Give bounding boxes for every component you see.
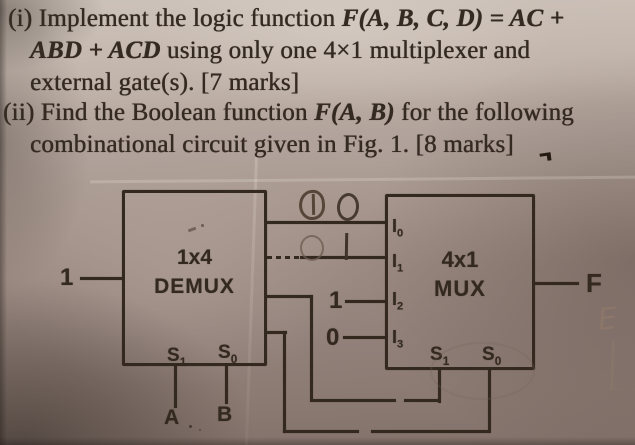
wire-mux-output-f xyxy=(535,282,579,285)
mux-i2-sub: 2 xyxy=(397,300,404,313)
mux-i0-sub: 0 xyxy=(397,227,404,240)
mux-input-i0-label: I0 xyxy=(392,216,403,240)
question-i-text-continued: using only one 4×1 multiplexer and xyxy=(160,37,531,64)
wire-demux-out3-horizontal xyxy=(267,331,287,334)
question-ii-text: (ii) Find the Boolean function xyxy=(3,99,315,126)
mux-select-s0-label: S0 xyxy=(482,344,501,368)
question-i-line2: ABD + ACD using only one 4×1 multiplexer… xyxy=(30,37,530,65)
mux-title-mux: MUX xyxy=(434,276,486,301)
handwritten-pencil-stroke xyxy=(610,339,615,391)
pencil-dot xyxy=(189,425,192,428)
question-i-expression-continued: ABD + ACD xyxy=(30,37,161,64)
handwritten-circled-one-mark xyxy=(297,188,327,222)
pencil-dot xyxy=(199,429,201,431)
wire-constant0-to-mux-i3 xyxy=(343,336,385,339)
mux-s1-base: S xyxy=(430,344,443,365)
demux-select-a-label: A xyxy=(164,406,180,429)
question-i-function-expression: F(A, B, C, D) = AC + xyxy=(341,5,565,32)
mux-i3-sub: 3 xyxy=(397,338,404,351)
demux-s1-sub: 1 xyxy=(179,355,187,369)
demux-s0-sub: 0 xyxy=(230,352,238,366)
mux-s0-sub: 0 xyxy=(494,354,502,368)
demux-box xyxy=(122,190,267,366)
question-i-line3: external gate(s). [7 marks] xyxy=(30,69,300,96)
paper-crease-horizontal xyxy=(89,175,635,183)
handwritten-one-stroke xyxy=(311,193,315,215)
question-i-line1: (i) Implement the logic function F(A, B,… xyxy=(8,5,564,33)
question-i-text: (i) Implement the logic function xyxy=(8,5,342,32)
demux-s0-base: S xyxy=(218,342,231,363)
wire-input1-to-demux xyxy=(80,277,123,280)
mux-i2-base: I xyxy=(392,289,398,309)
question-ii-function: F(A, B) xyxy=(314,99,395,126)
handwritten-pencil-letter-e: E xyxy=(596,301,619,338)
wire-out3-bottom-segment1 xyxy=(283,430,359,433)
mux-title-4x1: 4x1 xyxy=(441,247,479,272)
wire-out3-bottom-segment2 xyxy=(371,430,490,433)
mux-select-s1-label: S1 xyxy=(430,344,449,368)
mux-i3-constant-0: 0 xyxy=(326,324,340,351)
mux-s0-base: S xyxy=(482,344,495,365)
wire-demux-out2-vertical xyxy=(310,295,313,402)
demux-select-s0-label: S0 xyxy=(218,342,237,366)
wire-demux-out3-vertical xyxy=(283,331,286,433)
wire-demux-s1-to-a xyxy=(174,366,177,408)
paper-shadow-left xyxy=(0,0,7,445)
demux-select-b-label: B xyxy=(217,403,233,426)
wire-mux-s0-pin xyxy=(488,370,491,433)
question-ii-line1: (ii) Find the Boolean function F(A, B) f… xyxy=(3,99,574,127)
wire-out2-bottom-segment1 xyxy=(312,399,396,402)
wire-demux-out2-horizontal xyxy=(267,295,313,298)
ink-smudge-mark xyxy=(539,152,552,162)
mux-input-i1-label: I1 xyxy=(392,251,403,275)
wire-out2-bottom-segment2 xyxy=(404,399,440,402)
handwritten-zero-circle-mark xyxy=(335,191,361,223)
wire-demux-out0-to-mux-i0 xyxy=(267,221,385,224)
demux-s1-base: S xyxy=(167,345,180,366)
demux-input-constant-1: 1 xyxy=(60,264,74,291)
mux-i1-base: I xyxy=(392,251,398,271)
mux-i1-sub: 1 xyxy=(397,262,404,275)
wire-demux-s0-to-b xyxy=(225,366,228,404)
mux-i3-base: I xyxy=(392,327,398,347)
mux-output-f-label: F xyxy=(586,268,602,298)
demux-title-demux: DEMUX xyxy=(154,275,235,298)
mux-s1-sub: 1 xyxy=(442,354,450,368)
mux-input-i3-label: I3 xyxy=(392,327,403,351)
question-ii-text-continued: for the following xyxy=(394,99,574,126)
wire-demux-out1-to-mux-i1 xyxy=(300,256,385,259)
question-ii-line2: combinational circuit given in Fig. 1. [… xyxy=(30,131,514,158)
mux-i2-constant-1: 1 xyxy=(329,287,343,314)
wire-demux-out1-dashed-segment xyxy=(267,256,302,259)
wire-constant1-to-mux-i2 xyxy=(345,300,385,303)
mux-i0-base: I xyxy=(392,216,398,236)
wire-mux-s1-pin xyxy=(438,370,441,403)
demux-title-1x4: 1x4 xyxy=(176,246,213,269)
mux-input-i2-label: I2 xyxy=(392,289,403,313)
mux-box xyxy=(385,194,535,370)
paper-shadow-bottom xyxy=(0,437,635,445)
demux-select-s1-label: S1 xyxy=(167,345,186,369)
